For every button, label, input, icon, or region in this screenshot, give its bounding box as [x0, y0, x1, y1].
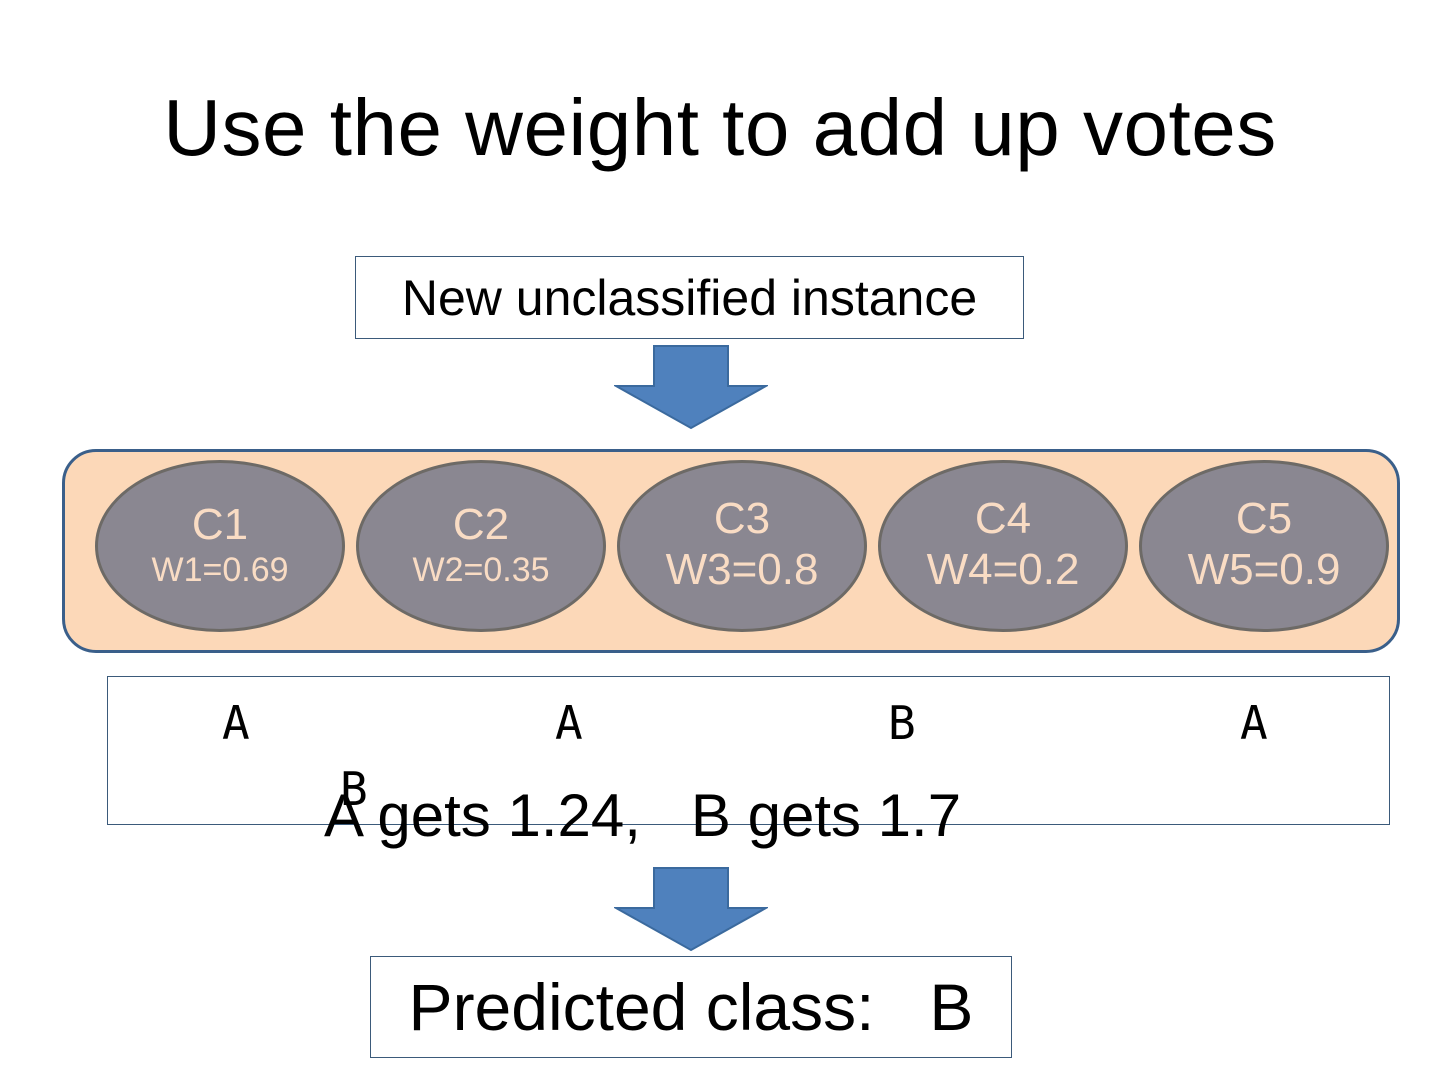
down-arrow-icon	[614, 345, 768, 430]
classifier-c4: C4 W4=0.2	[878, 460, 1128, 632]
prediction-box: Predicted class: B	[370, 956, 1012, 1058]
classifier-c5: C5 W5=0.9	[1139, 460, 1389, 632]
classifier-c2: C2 W2=0.35	[356, 460, 606, 632]
classifier-c1: C1 W1=0.69	[95, 460, 345, 632]
vote-c4: A	[1240, 696, 1268, 750]
classifier-weight: W5=0.9	[1187, 544, 1341, 594]
instance-box: New unclassified instance	[355, 256, 1024, 339]
classifier-c3: C3 W3=0.8	[617, 460, 867, 632]
vote-c2: A	[555, 696, 583, 750]
classifier-name: C4	[974, 494, 1032, 544]
vote-tally: A gets 1.24, B gets 1.7	[324, 782, 962, 849]
predicted-class: Predicted class: B	[408, 970, 974, 1044]
classifier-name: C5	[1235, 494, 1293, 544]
classifier-name: C2	[452, 500, 510, 550]
instance-label: New unclassified instance	[401, 269, 978, 326]
classifier-weight: W2=0.35	[412, 550, 550, 589]
classifier-name: C3	[713, 494, 771, 544]
down-arrow-icon	[614, 867, 768, 952]
votes-box	[107, 676, 1390, 825]
classifier-weight: W1=0.69	[151, 550, 289, 589]
classifier-name: C1	[191, 500, 249, 550]
classifier-weight: W4=0.2	[926, 544, 1080, 594]
slide-title: Use the weight to add up votes	[163, 83, 1277, 172]
classifier-weight: W3=0.8	[665, 544, 819, 594]
vote-c1: A	[222, 696, 250, 750]
vote-c5: B	[340, 762, 368, 816]
vote-c3: B	[888, 696, 916, 750]
